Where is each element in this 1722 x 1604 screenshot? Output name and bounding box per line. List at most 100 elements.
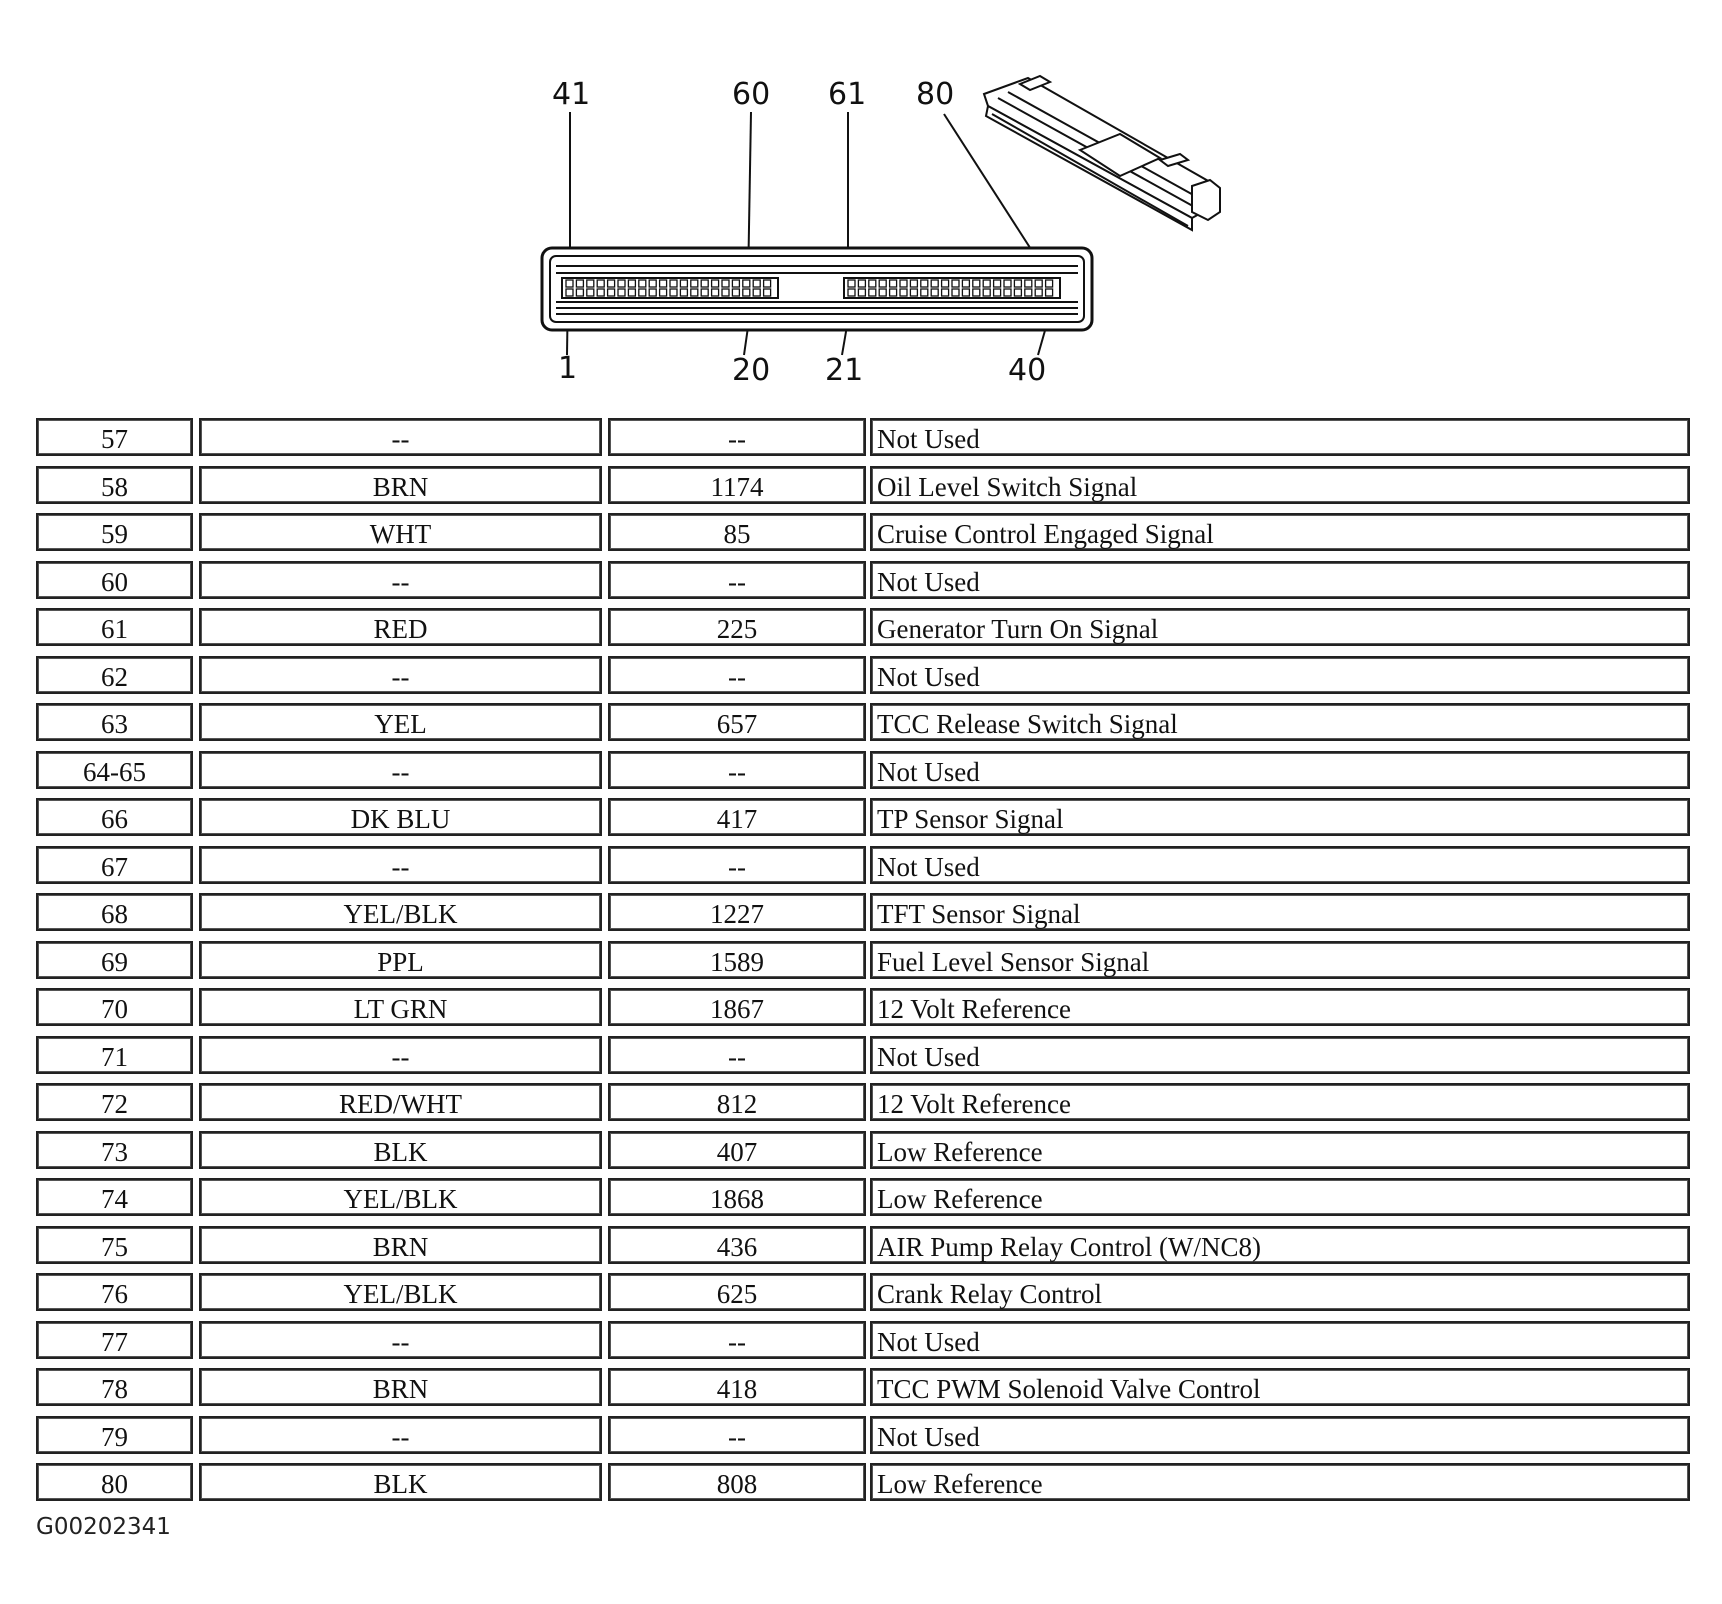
circuit-cell: 625: [608, 1273, 866, 1311]
pin-cavity: [762, 279, 772, 288]
wire-color-cell: --: [199, 1035, 602, 1074]
circuit-cell: 225: [608, 608, 866, 646]
pin-cavities-left: [565, 279, 772, 297]
pin-cavity: [940, 279, 950, 288]
pin-label-80: 80: [916, 77, 954, 112]
pin-cavity: [596, 288, 605, 297]
pin-cavity: [617, 279, 626, 288]
function-cell: 12 Volt Reference: [870, 988, 1690, 1026]
pin-cavity: [700, 279, 709, 288]
wire-color-cell: --: [199, 1320, 602, 1359]
function-cell: Crank Relay Control: [870, 1273, 1690, 1311]
circuit-cell: 808: [608, 1463, 866, 1501]
pin-cell: 73: [36, 1130, 193, 1169]
wire-color-cell: BLK: [199, 1463, 602, 1501]
circuit-cell: 436: [608, 1225, 866, 1264]
pin-cavity: [982, 288, 991, 297]
wire-color-cell: --: [199, 845, 602, 884]
table-row: 79 -- -- Not Used: [36, 1414, 1690, 1462]
table-row: 70 LT GRN 1867 12 Volt Reference: [36, 986, 1690, 1034]
wire-color-cell: YEL/BLK: [199, 1273, 602, 1311]
circuit-cell: 1867: [608, 988, 866, 1026]
table-row: 76 YEL/BLK 625 Crank Relay Control: [36, 1271, 1690, 1319]
pin-cavity: [1044, 279, 1054, 288]
pin-cell: 67: [36, 845, 193, 884]
pin-cavity: [992, 288, 1002, 297]
table-row: 57 -- -- Not Used: [36, 416, 1690, 464]
figure-id: G00202341: [36, 1514, 171, 1540]
pin-cavity: [627, 279, 637, 288]
pin-cavity: [1013, 279, 1023, 288]
pin-cavity: [742, 279, 751, 288]
pin-cavity: [899, 279, 908, 288]
pin-cavity: [930, 288, 939, 297]
pin-cavity: [982, 279, 991, 288]
pin-cavity: [658, 288, 668, 297]
pin-cavity: [762, 288, 772, 297]
table-row: 66 DK BLU 417 TP Sensor Signal: [36, 796, 1690, 844]
pin-cell: 70: [36, 988, 193, 1026]
pin-cell: 80: [36, 1463, 193, 1501]
pin-label-41: 41: [552, 77, 590, 112]
function-cell: Low Reference: [870, 1463, 1690, 1501]
pin-cavity: [940, 288, 950, 297]
function-cell: Low Reference: [870, 1130, 1690, 1169]
pin-cavity: [690, 279, 699, 288]
pin-labels: 41 60 61 80 1 20 21 40: [552, 77, 1046, 388]
circuit-cell: 1227: [608, 893, 866, 931]
pin-cavity: [575, 279, 585, 288]
pin-cavity: [961, 279, 971, 288]
pin-cavity: [752, 288, 761, 297]
pin-cavity: [857, 279, 867, 288]
pin-cavity: [731, 279, 741, 288]
wire-color-cell: BLK: [199, 1130, 602, 1169]
table-row: 74 YEL/BLK 1868 Low Reference: [36, 1176, 1690, 1224]
pin-cell: 77: [36, 1320, 193, 1359]
table-row: 77 -- -- Not Used: [36, 1319, 1690, 1367]
table-row: 68 YEL/BLK 1227 TFT Sensor Signal: [36, 891, 1690, 939]
pin-cavity: [847, 279, 856, 288]
circuit-cell: 407: [608, 1130, 866, 1169]
circuit-cell: --: [608, 655, 866, 694]
wire-color-cell: BRN: [199, 465, 602, 504]
pin-cavity: [868, 288, 877, 297]
function-cell: Not Used: [870, 1415, 1690, 1454]
wire-color-cell: PPL: [199, 940, 602, 979]
table-row: 63 YEL 657 TCC Release Switch Signal: [36, 701, 1690, 749]
pin-cavity: [710, 279, 720, 288]
table-row: 58 BRN 1174 Oil Level Switch Signal: [36, 464, 1690, 512]
table-row: 64-65 -- -- Not Used: [36, 749, 1690, 797]
pin-cavity: [888, 288, 898, 297]
pin-cavity: [878, 279, 887, 288]
pin-label-40: 40: [1008, 353, 1046, 388]
pin-cavity: [930, 279, 939, 288]
circuit-cell: --: [608, 1320, 866, 1359]
connector-diagram: 41 60 61 80 1 20 21 40: [540, 74, 1221, 388]
pin-cavity: [648, 288, 657, 297]
circuit-cell: 85: [608, 513, 866, 551]
pin-cavity: [972, 279, 981, 288]
pin-cavity: [721, 288, 730, 297]
circuit-cell: 1589: [608, 940, 866, 979]
table-row: 71 -- -- Not Used: [36, 1034, 1690, 1082]
pin-cell: 58: [36, 465, 193, 504]
function-cell: TCC PWM Solenoid Valve Control: [870, 1368, 1690, 1406]
circuit-cell: 1174: [608, 465, 866, 504]
function-cell: AIR Pump Relay Control (W/NC8): [870, 1225, 1690, 1264]
table-row: 72 RED/WHT 812 12 Volt Reference: [36, 1081, 1690, 1129]
pin-cell: 71: [36, 1035, 193, 1074]
function-cell: Not Used: [870, 845, 1690, 884]
pin-cell: 59: [36, 513, 193, 551]
pin-cavity: [638, 279, 647, 288]
pin-cavity: [627, 288, 637, 297]
circuit-cell: --: [608, 750, 866, 789]
pin-cavity: [951, 279, 960, 288]
pin-cell: 61: [36, 608, 193, 646]
pin-cavity: [888, 279, 898, 288]
circuit-cell: 418: [608, 1368, 866, 1406]
pin-cavity: [586, 279, 595, 288]
pin-cavity: [909, 279, 919, 288]
function-cell: Generator Turn On Signal: [870, 608, 1690, 646]
pin-cavity: [961, 288, 971, 297]
wire-color-cell: BRN: [199, 1225, 602, 1264]
